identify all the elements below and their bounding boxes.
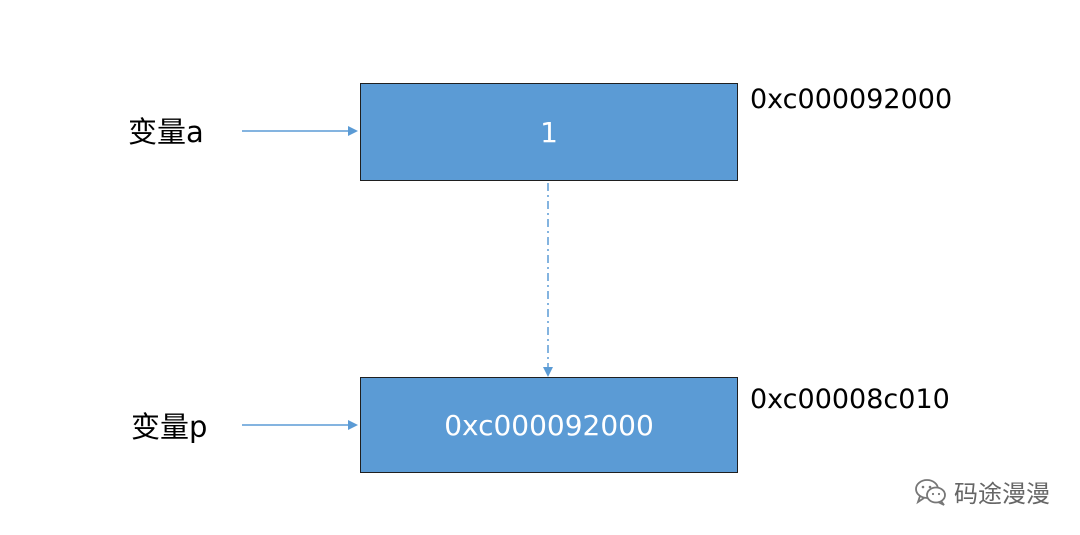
variable-p-label: 变量p	[131, 410, 208, 444]
watermark: 码途漫漫	[914, 474, 1050, 509]
memory-cell-a: 1	[360, 83, 738, 181]
memory-cell-a-value: 1	[540, 115, 558, 149]
watermark-text: 码途漫漫	[954, 480, 1050, 508]
wechat-icon	[915, 478, 946, 506]
address-a: 0xc000092000	[750, 84, 953, 115]
reference-dashed-arrow	[543, 183, 553, 377]
variable-a-label: 变量a	[128, 115, 204, 149]
address-p: 0xc00008c010	[750, 384, 950, 415]
pointer-arrow-p	[242, 420, 358, 430]
memory-cell-p-value: 0xc000092000	[444, 408, 654, 442]
pointer-arrow-a	[242, 126, 358, 136]
memory-cell-p: 0xc000092000	[360, 377, 738, 473]
